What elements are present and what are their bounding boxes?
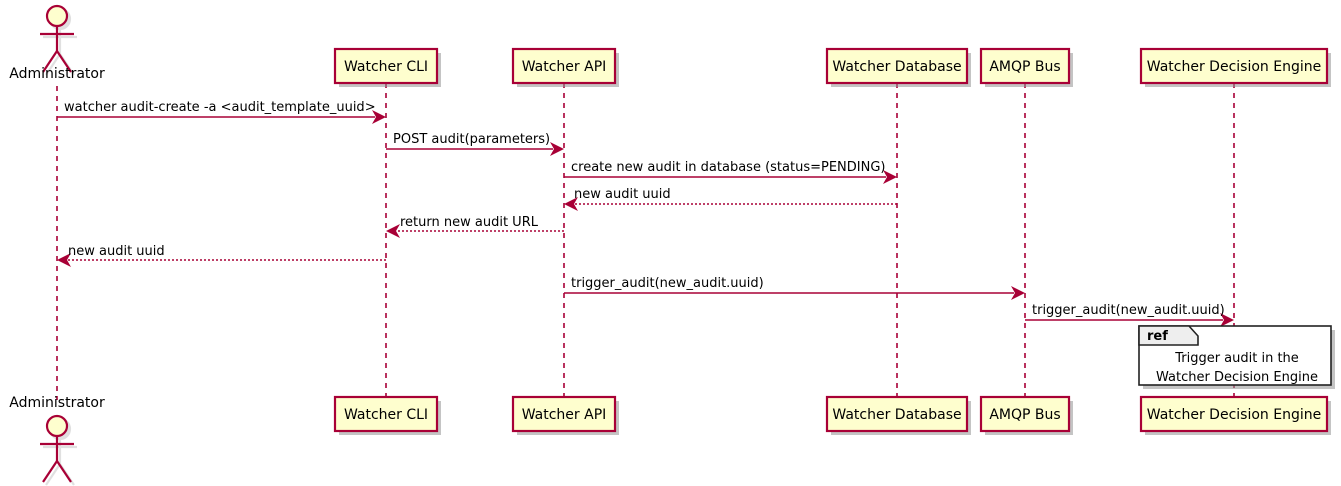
actor-leg-left [42,460,58,483]
participant-label-amqp-bus: AMQP Bus [989,59,1060,75]
participant-label-watcher-decision-engine-bottom: Watcher Decision Engine [1147,407,1321,423]
message-arrowhead-5 [386,224,400,238]
message-arrowhead-7 [1011,286,1025,300]
message-label-8: trigger_audit(new_audit.uuid) [1032,303,1225,318]
message-4: new audit uuid [564,187,897,211]
message-arrowhead-4 [564,197,578,211]
participant-box-watcher-api[interactable] [511,47,617,85]
ref-fragment-line-2: Watcher Decision Engine [1156,370,1318,385]
ref-fragment-tab [1138,325,1199,346]
participant-label-watcher-api-bottom: Watcher API [522,407,607,423]
actor-head [45,414,69,438]
message-8: trigger_audit(new_audit.uuid) [1025,303,1234,327]
message-arrowhead-6 [57,253,71,267]
message-arrowhead-2 [550,142,564,156]
participant-box-watcher-cli-bottom[interactable] [333,395,439,433]
message-3: create new audit in database (status=PEN… [564,160,897,184]
message-label-6: new audit uuid [68,244,165,259]
actor-leg-right [56,50,72,73]
message-7: trigger_audit(new_audit.uuid) [564,276,1025,300]
participant-label-watcher-decision-engine: Watcher Decision Engine [1147,59,1321,75]
participant-box-watcher-decision-engine[interactable] [1139,47,1329,85]
participant-box-watcher-api-bottom[interactable] [511,395,617,433]
participant-box-watcher-cli[interactable] [333,47,439,85]
participant-box-amqp-bus[interactable] [979,47,1071,85]
participant-label-watcher-cli-bottom: Watcher CLI [344,407,428,423]
message-label-4: new audit uuid [574,187,671,202]
actor-head [45,4,69,28]
participant-label-watcher-cli: Watcher CLI [344,59,428,75]
participant-box-watcher-database[interactable] [825,47,969,85]
message-label-2: POST audit(parameters) [393,132,550,147]
participant-box-watcher-database-bottom[interactable] [825,395,969,433]
participant-label-watcher-api: Watcher API [522,59,607,75]
actor-leg-left [45,463,61,486]
actor-administrator [40,4,74,73]
message-label-7: trigger_audit(new_audit.uuid) [571,276,764,291]
participant-box-amqp-bus-bottom[interactable] [979,395,1071,433]
actor-leg-left [42,50,58,73]
participant-label-watcher-database-bottom: Watcher Database [832,407,961,423]
ref-fragment-tab-label: ref [1147,329,1168,344]
message-arrowhead-1 [372,110,386,124]
message-arrowhead-8 [1220,313,1234,327]
message-5: return new audit URL [386,215,564,238]
actor-administrator-bottom [40,414,74,483]
message-arrowhead-3 [883,170,897,184]
participant-label-administrator: Administrator [9,66,105,82]
message-1: watcher audit-create -a <audit_template_… [57,100,386,124]
message-label-1: watcher audit-create -a <audit_template_… [64,100,376,115]
participant-label-watcher-database: Watcher Database [832,59,961,75]
message-2: POST audit(parameters) [386,132,564,156]
message-label-3: create new audit in database (status=PEN… [571,160,886,175]
actor-leg-right [56,460,72,483]
participant-label-amqp-bus-bottom: AMQP Bus [989,407,1060,423]
message-6: new audit uuid [57,244,386,267]
ref-fragment-line-1: Trigger audit in the [1174,351,1299,366]
message-label-5: return new audit URL [400,215,539,230]
actor-leg-left [45,53,61,76]
participant-box-watcher-decision-engine-bottom[interactable] [1139,395,1329,433]
participant-label-administrator-bottom: Administrator [9,395,105,411]
